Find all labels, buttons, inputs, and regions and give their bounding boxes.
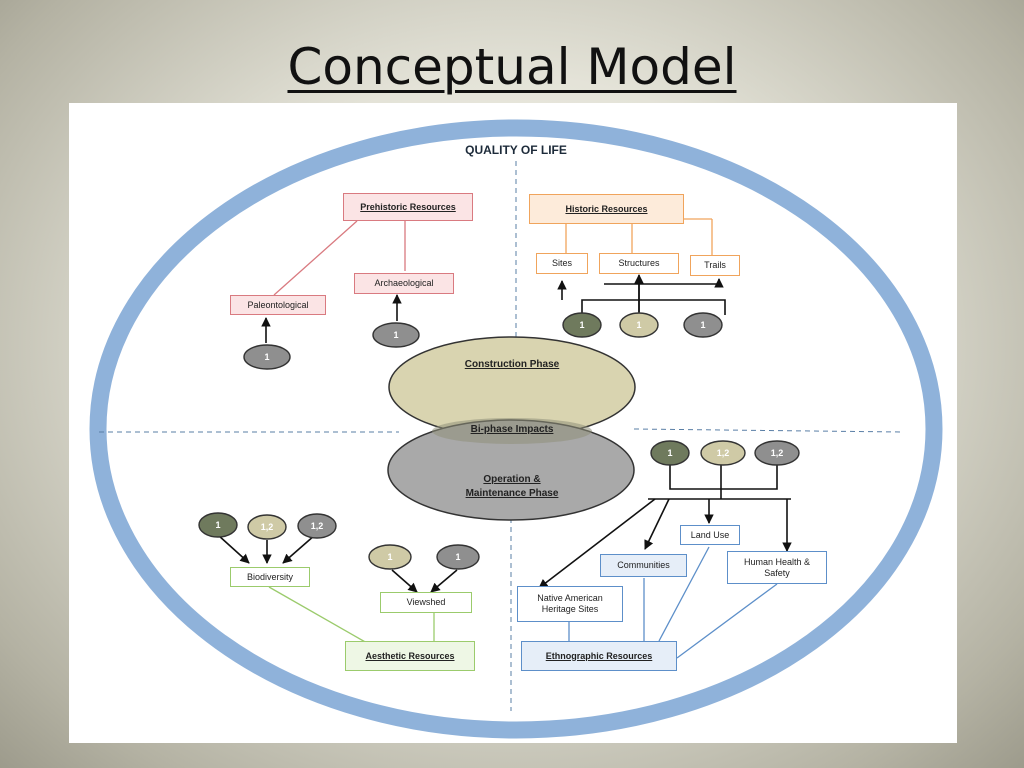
aesthetic-resources-box: Aesthetic Resources [345, 641, 475, 671]
marker-ethno-2 [700, 440, 746, 466]
marker-label: 1 [215, 519, 221, 530]
marker-ethno-3 [754, 440, 800, 466]
marker-label: 1 [579, 319, 585, 330]
marker-label: 1 [700, 319, 706, 330]
archaeological-box: Archaeological [354, 273, 454, 294]
horizontal-divider-right [633, 428, 902, 433]
human-health-line1: Human Health & [743, 556, 811, 567]
biphase-impacts-label: Bi-phase Impacts [470, 424, 554, 435]
prehistoric-resources-box: Prehistoric Resources [343, 193, 473, 221]
construction-phase-label: Construction Phase [464, 359, 560, 370]
operation-phase-label-line1: Operation & [483, 474, 541, 485]
viewshed-box: Viewshed [380, 592, 472, 613]
marker-label: 1,2 [770, 447, 784, 458]
marker-label: 1 [455, 551, 461, 562]
marker-archaeological [372, 322, 420, 348]
historic-resources-box: Historic Resources [529, 194, 684, 224]
biphase-overlap [432, 418, 592, 444]
marker-label: 1 [264, 351, 270, 362]
marker-historic-2 [619, 312, 659, 338]
marker-historic-3 [683, 312, 723, 338]
marker-view-1 [368, 544, 412, 570]
impact-arrows [217, 274, 792, 593]
marker-label: 1 [636, 319, 642, 330]
marker-ethno-1 [650, 440, 690, 466]
ethnographic-connectors [568, 546, 778, 659]
operation-phase-label-line2: Maintenance Phase [465, 488, 559, 499]
trails-box: Trails [690, 255, 740, 276]
slide-title: Conceptual Model [287, 38, 737, 96]
native-american-heritage-box: Native American Heritage Sites [517, 586, 623, 622]
sites-box: Sites [536, 253, 588, 274]
marker-label: 1,2 [310, 520, 324, 531]
marker-view-2 [436, 544, 480, 570]
human-health-line2: Safety [764, 567, 790, 578]
quality-of-life-label: QUALITY OF LIFE [465, 142, 567, 157]
marker-bio-2 [247, 514, 287, 540]
biodiversity-box: Biodiversity [230, 567, 310, 587]
impact-markers [198, 312, 800, 570]
paleontological-box: Paleontological [230, 295, 326, 315]
marker-label: 1 [667, 447, 673, 458]
native-american-line2: Heritage Sites [541, 604, 599, 614]
diagram-graphics [89, 119, 943, 739]
marker-paleontological [243, 344, 291, 370]
ethnographic-resources-box: Ethnographic Resources [521, 641, 677, 671]
historic-connectors [565, 218, 713, 255]
human-health-safety-box: Human Health & Safety [727, 551, 827, 584]
prehistoric-connectors [273, 220, 406, 296]
land-use-box: Land Use [680, 525, 740, 545]
conceptual-model-diagram: 1 1 1 1 1 1 1,2 1,2 1 1,2 1,2 1 1 QUALIT… [69, 103, 957, 743]
marker-bio-1 [198, 512, 238, 538]
marker-label: 1 [393, 329, 399, 340]
marker-label: 1,2 [260, 521, 274, 532]
structures-box: Structures [599, 253, 679, 274]
marker-label: 1 [387, 551, 393, 562]
marker-label: 1,2 [716, 447, 730, 458]
marker-bio-3 [297, 513, 337, 539]
quality-of-life-ring [89, 119, 943, 739]
communities-box: Communities [600, 554, 687, 577]
native-american-line1: Native American [537, 593, 603, 604]
marker-historic-1 [562, 312, 602, 338]
aesthetic-connectors [268, 586, 435, 644]
